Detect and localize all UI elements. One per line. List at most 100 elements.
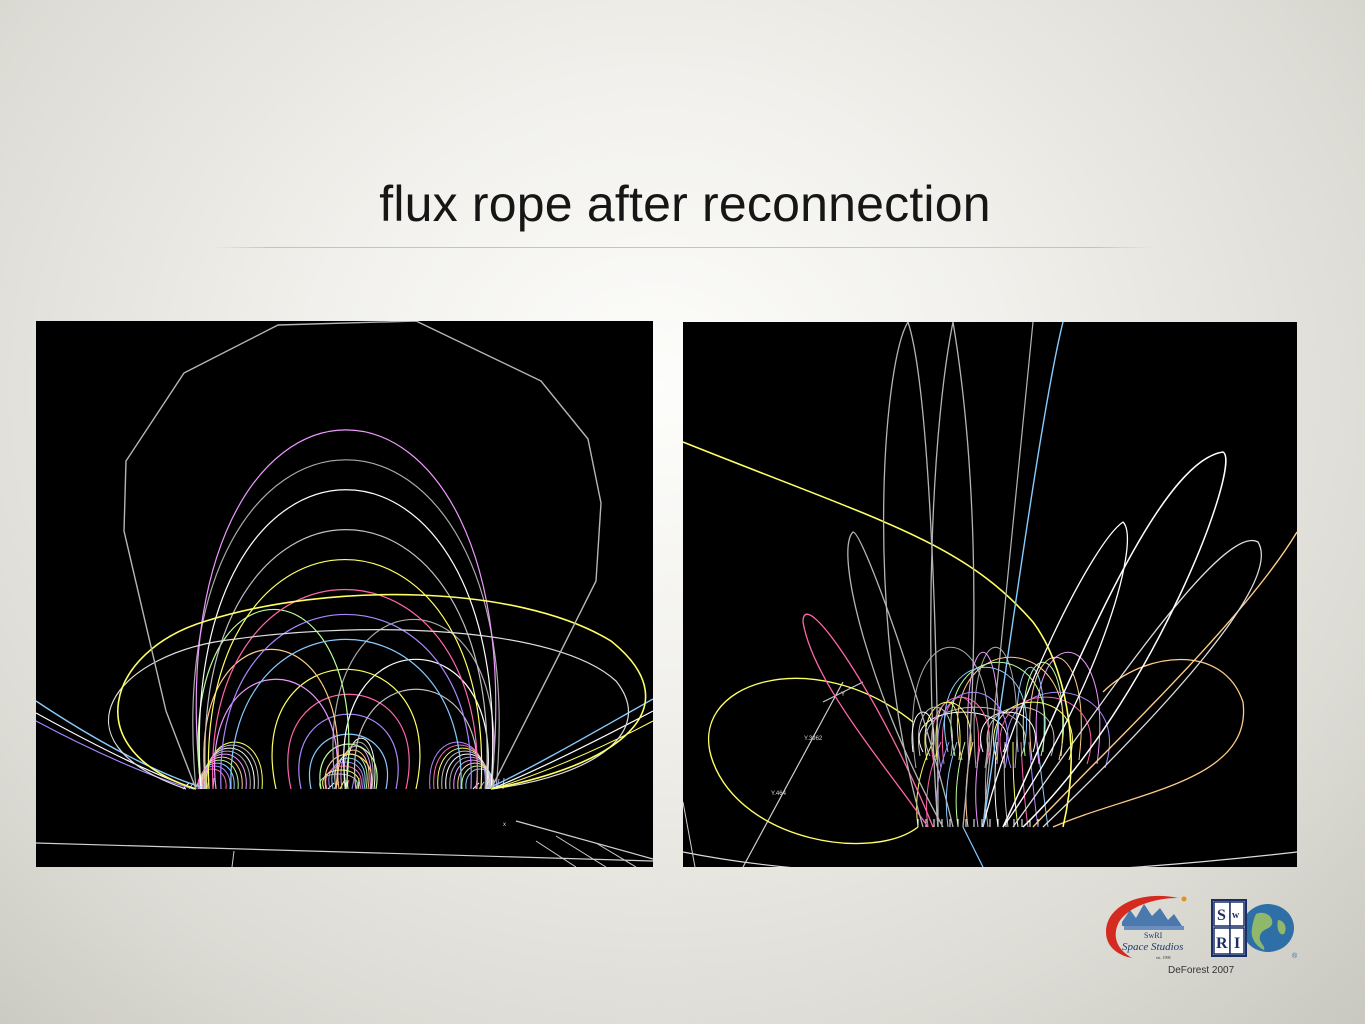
field-line [322, 769, 360, 790]
field-line [213, 678, 339, 790]
logo-text-space-studios: Space Studios [1122, 941, 1183, 953]
field-line [994, 741, 999, 828]
field-line [912, 646, 989, 769]
field-line [351, 778, 355, 790]
field-line [986, 706, 1055, 757]
field-line [930, 322, 975, 828]
field-line [332, 618, 495, 790]
field-line [955, 741, 966, 828]
logo-text-est: est. 1998 [1156, 955, 1170, 960]
field-line [337, 749, 370, 790]
field-line [204, 747, 255, 790]
field-lines-right: Y Y.3962 Y.464 [683, 322, 1297, 867]
axis-label-y-tick-2: Y.464 [771, 791, 787, 797]
field-line [287, 693, 410, 790]
logo-letter-r: R [1216, 935, 1228, 952]
field-line [931, 696, 990, 765]
field-line-vertical [982, 322, 1064, 828]
field-line [490, 710, 653, 790]
field-line [220, 613, 472, 790]
field-line [1052, 659, 1245, 828]
flux-rope-plot-right: Y Y.3962 Y.464 [683, 322, 1297, 867]
field-line [943, 666, 1028, 753]
flux-rope-plot-left: x [36, 321, 653, 867]
floor-line [36, 842, 653, 862]
field-line [742, 681, 844, 867]
field-line [203, 648, 339, 790]
field-line [1012, 539, 1262, 828]
field-line [967, 652, 999, 765]
field-line [982, 322, 1034, 828]
field-line [918, 711, 1008, 753]
axis-label-y: Y [841, 692, 845, 698]
field-line [1029, 657, 1082, 761]
field-line [200, 759, 239, 790]
field-line [847, 531, 954, 828]
field-line [453, 759, 492, 790]
field-line [327, 782, 335, 790]
field-lines-left: x [36, 321, 653, 867]
slide-title: flux rope after reconnection [379, 176, 991, 232]
field-line [1036, 741, 1049, 828]
axis-label-x: x [503, 822, 506, 828]
field-line [204, 529, 488, 790]
field-line [822, 681, 864, 703]
field-line [465, 768, 495, 790]
field-line [230, 638, 462, 790]
field-line [1020, 741, 1029, 828]
field-line [999, 696, 1092, 765]
field-line [683, 801, 696, 867]
field-line [945, 741, 958, 828]
field-line [916, 741, 934, 828]
logo-letter-s: S [1217, 907, 1226, 924]
field-line [205, 744, 259, 790]
field-line [198, 489, 494, 790]
field-line [339, 780, 345, 790]
field-line [1002, 451, 1227, 828]
field-line [203, 750, 251, 790]
field-line [212, 589, 478, 790]
field-line [1012, 741, 1019, 828]
field-line [298, 713, 399, 790]
title-divider [213, 247, 1153, 248]
field-line [195, 429, 497, 790]
field-line [202, 753, 247, 790]
field-line [535, 840, 577, 867]
field-line [956, 656, 1065, 761]
field-line [595, 842, 637, 867]
outer-field-line [123, 321, 602, 790]
field-line [802, 613, 934, 828]
field-line [555, 835, 607, 867]
field-line [107, 629, 629, 790]
field-line [271, 668, 421, 790]
field-line [962, 826, 984, 867]
field-line [937, 691, 1009, 769]
field-line [346, 737, 376, 790]
field-line [950, 661, 1046, 757]
logo-letter-i: I [1234, 935, 1240, 952]
logo-text-swri: SwRI [1144, 931, 1163, 940]
field-line [515, 820, 653, 860]
field-line [1035, 651, 1101, 765]
field-line [231, 850, 235, 867]
field-line [36, 720, 195, 790]
field-line [918, 706, 953, 757]
field-line [197, 609, 350, 790]
swri-logo: S w R I ® [1211, 899, 1298, 960]
field-line [1032, 531, 1297, 828]
credit-text: DeForest 2007 [1168, 965, 1235, 976]
field-line [36, 712, 197, 790]
field-line-yellow [117, 593, 647, 790]
field-line [882, 322, 939, 828]
logos: SwRI Space Studios est. 1998 S w R I ® [1100, 892, 1300, 967]
field-line [192, 459, 500, 790]
registered-mark: ® [1292, 952, 1298, 960]
field-line [980, 711, 1036, 753]
field-line [707, 677, 919, 845]
field-line [353, 688, 479, 790]
field-line [343, 658, 489, 790]
field-line [328, 761, 364, 790]
field-line [437, 747, 488, 790]
field-line [683, 441, 1072, 828]
floor-line [683, 851, 1297, 867]
